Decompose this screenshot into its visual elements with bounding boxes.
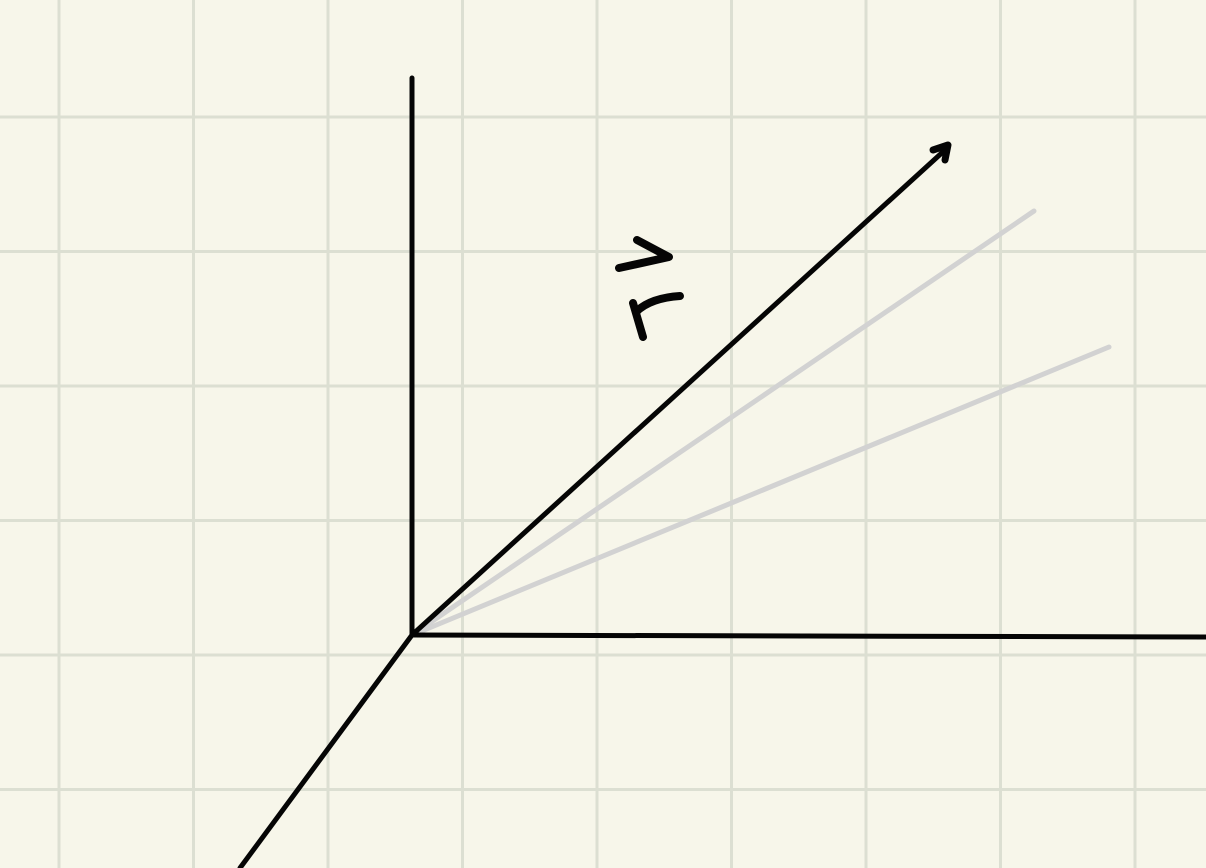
vector-arrow-mark [615,236,673,272]
horizontal-axis [409,632,1206,640]
vector-r [409,147,948,638]
letter-r-arm [632,292,684,316]
depth-axis [237,632,415,868]
vector-r-arrowhead [929,141,952,164]
ghost-line-upper [409,208,1037,638]
ghost-line-lower [409,344,1112,638]
vector-r-label [615,236,684,341]
